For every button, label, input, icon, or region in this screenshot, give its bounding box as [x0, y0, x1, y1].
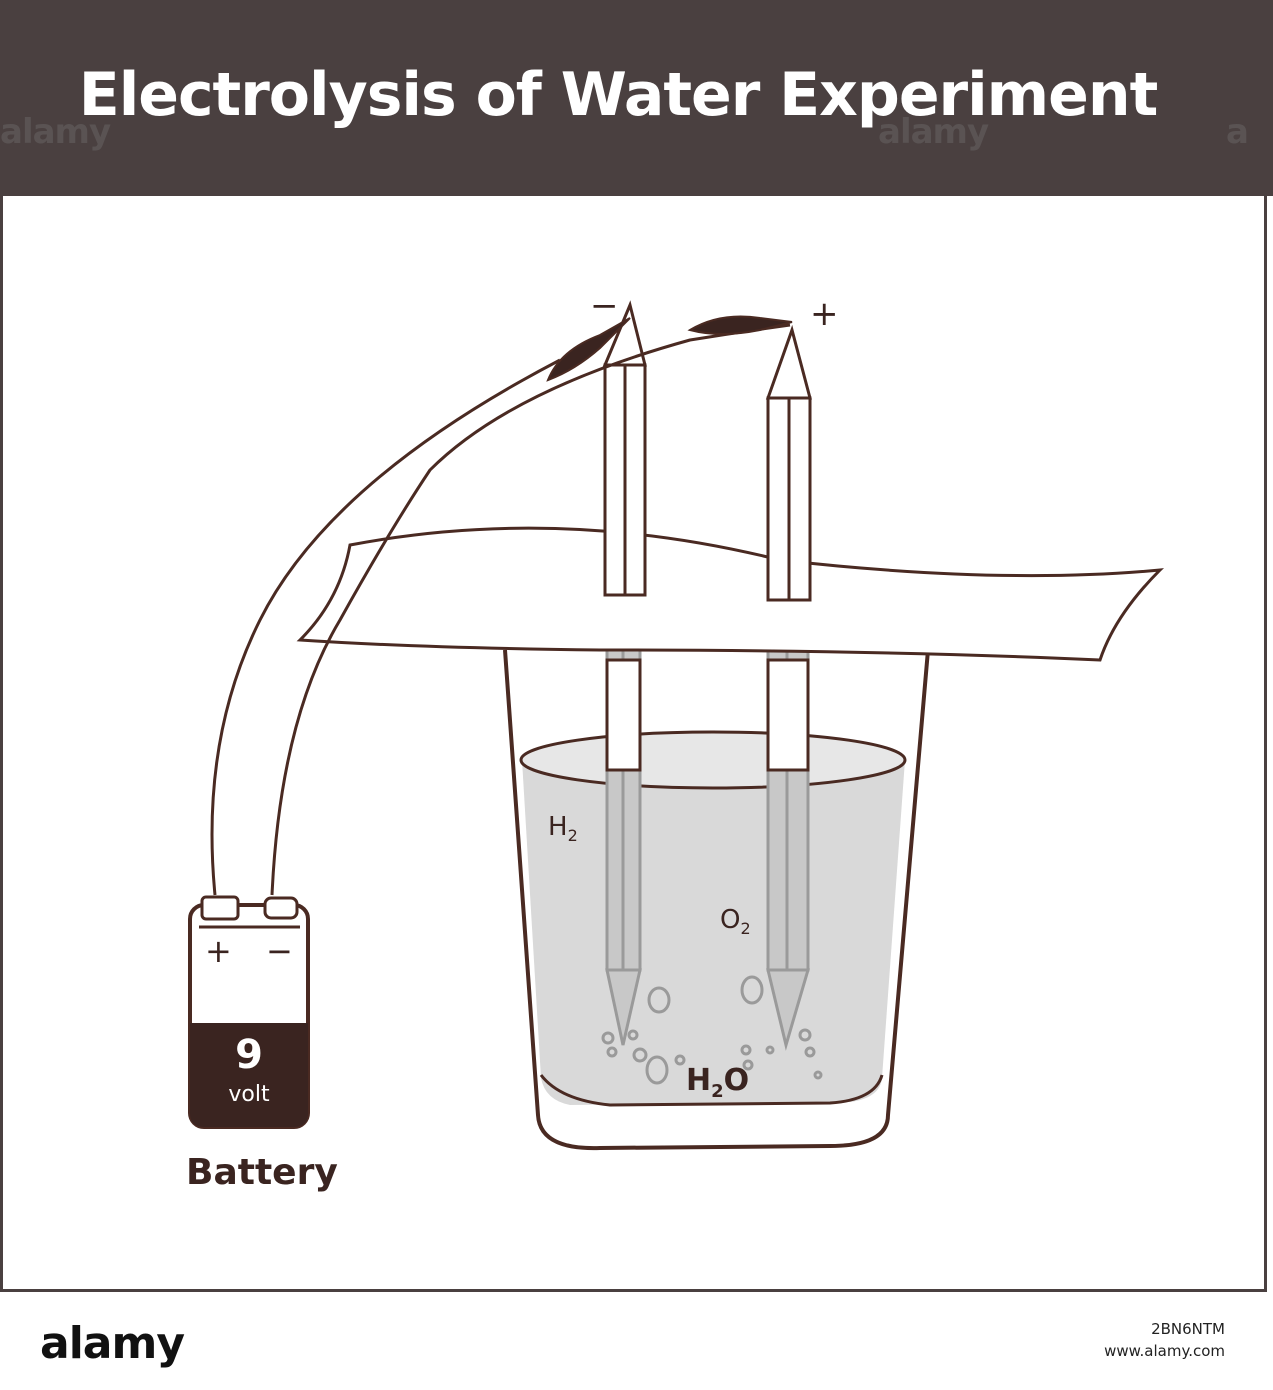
water-label: H2O [686, 1063, 749, 1102]
wire-positive [210, 358, 561, 896]
oxygen-subscript: 2 [740, 919, 751, 939]
footer-logo: alamy [40, 1318, 185, 1369]
footer-image-id: 2BN6NTM [1151, 1320, 1225, 1338]
pencil-shafts-over-paper [603, 520, 812, 602]
hydrogen-label: H2 [548, 812, 578, 845]
clip-anode [687, 315, 793, 335]
hydrogen-symbol: H [548, 812, 568, 842]
battery [188, 895, 310, 1129]
bubbles [601, 975, 823, 1085]
electrolysis-diagram [188, 300, 1165, 1151]
water-subscript: 2 [711, 1081, 724, 1102]
watermark-edge: a [1226, 112, 1249, 152]
water-o-symbol: O [723, 1063, 750, 1098]
cathode-sign: − [590, 286, 619, 326]
oxygen-label: O2 [720, 905, 751, 938]
water-surface [519, 730, 907, 790]
hydrogen-subscript: 2 [567, 826, 578, 846]
oxygen-symbol: O [720, 905, 741, 935]
footer [0, 1295, 1273, 1390]
title-bar [0, 0, 1273, 196]
pencil-cathode-upper [602, 300, 647, 772]
watermark-left: alamy [0, 112, 111, 152]
battery-voltage-number: 9 [235, 1032, 263, 1078]
paper-strip [296, 526, 1165, 662]
wire-negative [270, 323, 791, 896]
diagram-frame [0, 196, 1267, 1292]
anode-sign: + [810, 294, 839, 334]
water-h-symbol: H [686, 1063, 712, 1098]
battery-voltage-unit: volt [228, 1082, 270, 1107]
glass-outline [503, 649, 930, 1151]
battery-caption: Battery [186, 1152, 338, 1193]
battery-plus: + [205, 932, 232, 970]
battery-minus: − [266, 932, 293, 970]
footer-url[interactable]: www.alamy.com [1104, 1342, 1225, 1360]
watermark-right: alamy [878, 112, 989, 152]
water-body [522, 735, 905, 1105]
battery-band [190, 1023, 308, 1127]
diagram-title: Electrolysis of Water Experiment [78, 60, 1159, 130]
clip-cathode [546, 317, 631, 382]
